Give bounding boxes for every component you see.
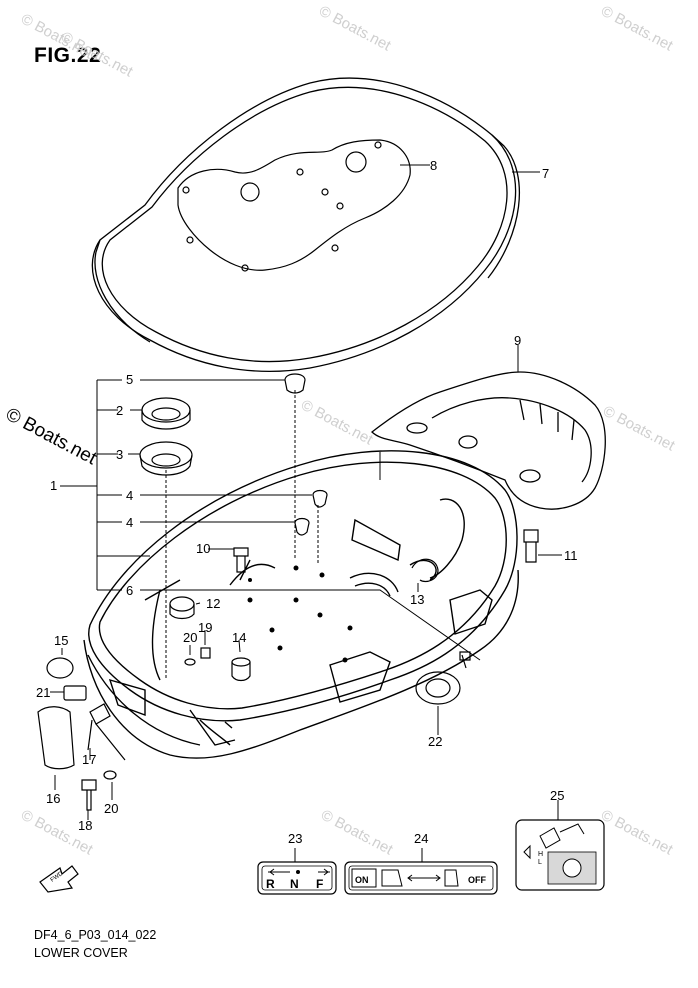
- watermark-faint: © Boats.net: [298, 397, 376, 449]
- part-2-plug: [141, 397, 191, 423]
- callout-1: 1: [50, 478, 57, 493]
- part-5-grommet: [284, 373, 306, 394]
- callout-6: 6: [126, 583, 133, 598]
- part-16-plate: [37, 706, 75, 770]
- callout-20: 20: [183, 630, 197, 645]
- watermark-faint: © Boats.net: [318, 807, 396, 859]
- watermark-faint: © Boats.net: [598, 3, 676, 55]
- callout-18: 18: [78, 818, 92, 833]
- lower-cover-body: [83, 450, 519, 759]
- small-parts: [37, 373, 539, 811]
- part-15-plug: [46, 657, 74, 679]
- callout-15: 15: [54, 633, 68, 648]
- callout-13: 13: [410, 592, 424, 607]
- callout-16: 16: [46, 791, 60, 806]
- watermark-faint-group: © Boats.net © Boats.net © Boats.net © Bo…: [18, 3, 678, 859]
- decal-23-shift: R N F: [257, 861, 337, 895]
- fwd-arrow: FWD: [39, 865, 79, 893]
- callout-7: 7: [542, 166, 549, 181]
- diagram-name: LOWER COVER: [34, 946, 128, 960]
- callout-4: 4: [126, 488, 133, 503]
- gasket-part: [177, 139, 411, 272]
- callout-20: 20: [104, 801, 118, 816]
- part-4-grommet: [312, 489, 328, 508]
- callout-21: 21: [36, 685, 50, 700]
- callout-9: 9: [514, 333, 521, 348]
- part-20-washer: [184, 658, 196, 666]
- callout-12: 12: [206, 596, 220, 611]
- callout-23: 23: [288, 831, 302, 846]
- shift-decal-f: F: [316, 877, 323, 891]
- choke-off-label: OFF: [468, 875, 486, 885]
- callout-22: 22: [428, 734, 442, 749]
- part-12-grommet: [169, 596, 195, 612]
- watermark-faint: © Boats.net: [58, 29, 136, 81]
- watermark-faint: © Boats.net: [598, 807, 676, 859]
- shift-decal-n: N: [290, 877, 299, 891]
- part-4-grommet: [294, 517, 310, 536]
- floor-holes: [247, 565, 353, 663]
- callout-5: 5: [126, 372, 133, 387]
- part-18-screw: [81, 779, 97, 811]
- callout-25: 25: [550, 788, 564, 803]
- callout-8: 8: [430, 158, 437, 173]
- callout-10: 10: [196, 541, 210, 556]
- callout-19: 19: [198, 620, 212, 635]
- callout-14: 14: [232, 630, 246, 645]
- decal-24-choke: ON OFF: [344, 861, 498, 895]
- part-21-clip: [63, 685, 87, 701]
- part-13-bulb: [411, 558, 439, 583]
- callout-numbers: 8 7 9 5 2 3 1 4 4 10 11 6 12 13 19 20 14…: [36, 158, 578, 846]
- seal-ring-part: [91, 77, 521, 373]
- callout-4: 4: [126, 515, 133, 530]
- watermark-faint: © Boats.net: [316, 3, 394, 55]
- part-14-cylinder: [231, 657, 251, 667]
- part-20-washer: [103, 770, 117, 780]
- callout-24: 24: [414, 831, 428, 846]
- callout-2: 2: [116, 403, 123, 418]
- choke-on-label: ON: [355, 875, 369, 885]
- shift-decal-r: R: [266, 877, 275, 891]
- decal-25-oil: H L: [515, 819, 605, 891]
- part-19-nut: [200, 647, 211, 659]
- handle-part: [371, 371, 606, 510]
- callout-3: 3: [116, 447, 123, 462]
- figure-title: FIG.22: [34, 44, 102, 67]
- part-22-grommet: [415, 671, 461, 705]
- callout-17: 17: [82, 752, 96, 767]
- part-10-bolt: [233, 547, 249, 573]
- part-17-bracket: [87, 703, 126, 761]
- oil-level-h: H: [538, 851, 543, 858]
- part-11-bolt: [523, 529, 539, 563]
- diagram-code: DF4_6_P03_014_022: [34, 928, 157, 942]
- oil-level-l: L: [538, 859, 542, 866]
- callout-11: 11: [564, 548, 578, 563]
- watermark-faint: © Boats.net: [600, 403, 678, 455]
- leader-lines: [50, 164, 562, 862]
- part-3-grommet: [139, 441, 193, 469]
